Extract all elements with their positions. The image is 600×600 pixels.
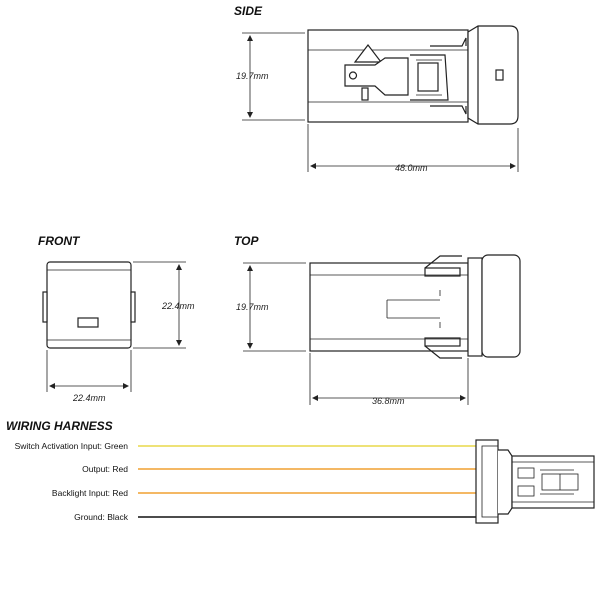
front-height-label: 22.4mm bbox=[161, 301, 195, 311]
side-view: SIDE 19.7mm bbox=[234, 4, 519, 173]
front-width-dimension: 22.4mm bbox=[46, 350, 132, 403]
front-view-title: FRONT bbox=[38, 234, 81, 248]
wiring-title: WIRING HARNESS bbox=[6, 419, 113, 433]
top-switch-body bbox=[309, 254, 521, 359]
front-switch-face bbox=[42, 261, 136, 349]
top-view-title: TOP bbox=[234, 234, 259, 248]
wire-label-backlight: Backlight Input: Red bbox=[52, 488, 128, 498]
top-length-label: 36.8mm bbox=[372, 396, 405, 406]
top-height-label: 19.7mm bbox=[236, 302, 269, 312]
wire-label-output: Output: Red bbox=[82, 464, 128, 474]
side-height-label: 19.7mm bbox=[236, 71, 269, 81]
front-height-dimension: 22.4mm bbox=[133, 261, 195, 349]
wiring-harness: WIRING HARNESS Switch Activation Input: … bbox=[6, 419, 595, 524]
harness-connector bbox=[475, 439, 595, 524]
side-switch-body bbox=[307, 25, 519, 125]
top-length-dimension: 36.8mm bbox=[309, 353, 469, 406]
top-view: TOP 19.7mm 36 bbox=[234, 234, 521, 406]
front-width-label: 22.4mm bbox=[72, 393, 106, 403]
side-view-title: SIDE bbox=[234, 4, 263, 18]
side-length-label: 48.0mm bbox=[395, 163, 428, 173]
wire-label-ground: Ground: Black bbox=[74, 512, 129, 522]
side-height-dimension: 19.7mm bbox=[236, 32, 305, 121]
top-height-dimension: 19.7mm bbox=[236, 262, 306, 352]
side-length-dimension: 48.0mm bbox=[307, 124, 519, 173]
front-view: FRONT 22.4mm 22.4mm bbox=[38, 234, 195, 403]
wire-label-switch-activation: Switch Activation Input: Green bbox=[15, 441, 129, 451]
